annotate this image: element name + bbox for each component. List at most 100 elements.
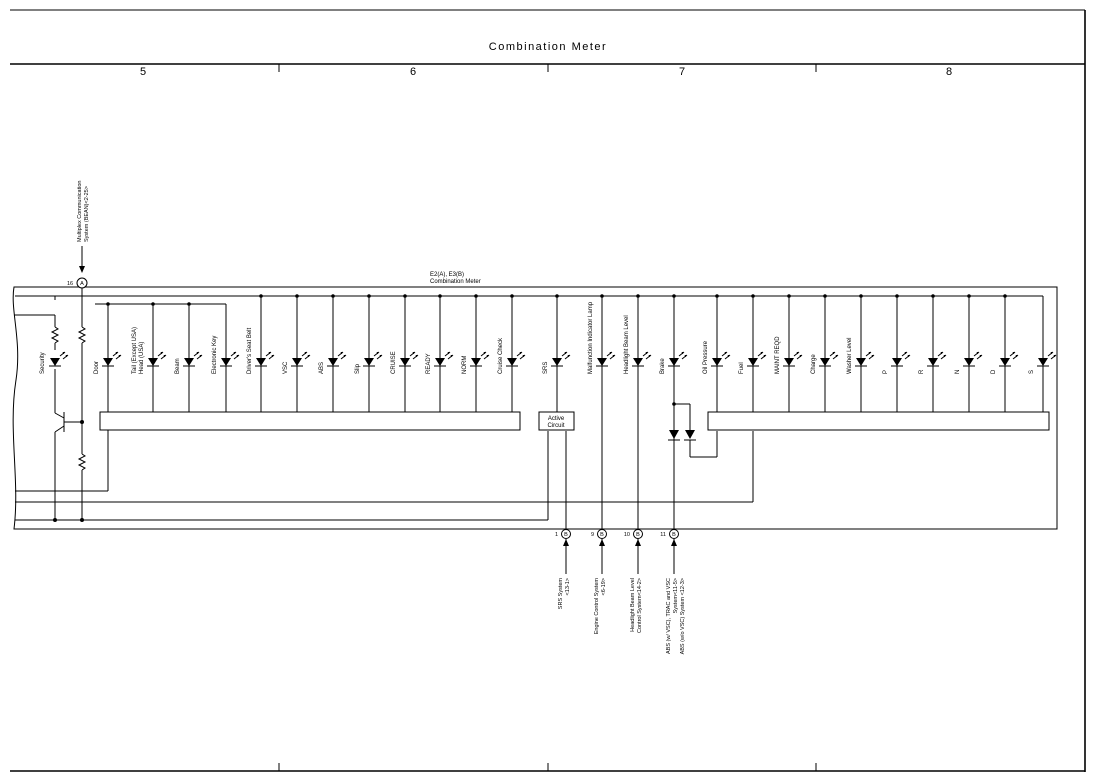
led-label-maint-reqd: MAINT REQD [775, 336, 781, 374]
led-label-r: R [919, 369, 925, 374]
led-p: P [883, 351, 911, 374]
led-ready: READY [426, 351, 454, 374]
meter-connector-label: E2(A), E3(B) [430, 272, 464, 278]
led-vsc: VSC [283, 351, 311, 374]
pin-destination-line2: <6-19> [601, 578, 607, 595]
pin-destination-line1: SRS System [558, 578, 564, 610]
column-number-5: 5 [140, 66, 146, 78]
led-label-abs: ABS [319, 362, 325, 374]
led-beam: Beam [175, 351, 203, 374]
led-label-washer-level: Washer Level [847, 338, 853, 374]
active-circuit-label-line1: Active [548, 416, 565, 422]
pin-connector-letter: B [600, 532, 604, 538]
pin-number: 11 [660, 532, 666, 538]
led-label-s: S [1029, 370, 1035, 374]
led-maint-reqd: MAINT REQD [775, 336, 803, 374]
led-oil-pressure: Oil Pressure [703, 340, 731, 374]
pin-connector-letter: B [636, 532, 640, 538]
led-label-slip: Slip [355, 363, 361, 374]
pin-number: 1 [555, 532, 558, 538]
led-driver-s-seat-belt: Driver's Seat Belt [247, 328, 275, 374]
led-tail-except-usa: Tail (Except USA)Head (USA) [132, 327, 167, 374]
left-indicator-box [99, 411, 521, 431]
multiplex-input: Multiplex Communication System (BEAN)<2-… [67, 181, 90, 289]
led-label-head-usa: Head (USA) [139, 342, 145, 374]
led-srs: SRS [543, 351, 571, 374]
led-label-fuel: Fuel [739, 362, 745, 374]
led-charge: Charge [811, 351, 839, 374]
active-circuit-box [538, 411, 575, 431]
led-norm: NORM [462, 351, 490, 374]
meter-name-label: Combination Meter [430, 279, 481, 285]
led-label-vsc: VSC [283, 361, 289, 374]
column-number-7: 7 [679, 66, 685, 78]
led-label-cruise-check: Cruise Check [498, 337, 504, 374]
pin-destination-line1: ABS (w/ VSC), TRAC and VSC [666, 578, 672, 654]
pin-destination-line2: System<11-5> [673, 578, 679, 613]
led-abs: ABS [319, 351, 347, 374]
led-label-electronic-key: Electronic Key [212, 336, 218, 374]
led-r: R [919, 351, 947, 374]
led-label-ready: READY [426, 353, 432, 374]
led-security: Security [40, 351, 69, 374]
led-label-norm: NORM [462, 356, 468, 374]
right-indicator-box [707, 411, 1050, 431]
led-label-p: P [883, 370, 889, 374]
led-headlight-beam-level: Headlight Beam Level [624, 315, 652, 374]
brake-diode-pair [668, 430, 696, 441]
multiplex-label-line2: System (BEAN)<2-25> [84, 186, 90, 242]
led-label-d: D [991, 369, 997, 374]
led-wiring [54, 294, 1044, 532]
page-frame [10, 9, 1086, 772]
led-label-headlight-beam-level: Headlight Beam Level [624, 315, 630, 374]
led-malfunction-indicator-lamp: Malfunction Indicator Lamp [588, 301, 616, 374]
led-label-beam: Beam [175, 358, 181, 374]
pin-destination-line1: Engine Control System [594, 578, 600, 635]
pin-destination-line1: Headlight Beam Level [630, 578, 636, 632]
bus-lines [15, 295, 1043, 348]
multiplex-label-line1: Multiplex Communication [77, 181, 83, 242]
multiplex-pin-number: 16 [67, 281, 73, 287]
pin-destination-line2: Control System<14-2> [637, 578, 643, 633]
led-washer-level: Washer Level [847, 338, 875, 374]
pin-number: 9 [591, 532, 594, 538]
page-title: Combination Meter [489, 41, 607, 53]
led-label-tail-except-usa: Tail (Except USA) [132, 327, 138, 374]
led-label-cruise: CRUISE [391, 351, 397, 374]
active-circuit-label-line2: Circuit [547, 423, 564, 429]
pin-connector-letter: B [672, 532, 676, 538]
led-security-label: Security [40, 352, 46, 374]
led-label-srs: SRS [543, 362, 549, 374]
led-brake: Brake [660, 351, 688, 374]
column-number-6: 6 [410, 66, 416, 78]
led-cruise-check: Cruise Check [498, 337, 526, 374]
meter-enclosure [12, 286, 1058, 530]
led-s: S [1029, 351, 1057, 374]
led-layer: Security Door Tail (Except USA)Head (USA) B… [40, 301, 1057, 374]
led-slip: Slip [355, 351, 383, 374]
led-label-door: Door [94, 361, 100, 374]
led-door: Door [94, 351, 122, 374]
led-label-brake: Brake [660, 358, 666, 374]
led-cruise: CRUISE [391, 351, 419, 374]
led-n: N [955, 351, 983, 374]
pin-destination-line3: ABS (w/o VSC) System <12-3> [680, 578, 686, 654]
multiplex-connector-letter: A [80, 281, 84, 287]
column-number-8: 8 [946, 66, 952, 78]
pin-destination-line2: <13-1> [565, 578, 571, 595]
security-circuit [14, 288, 754, 522]
pin-number: 10 [624, 532, 630, 538]
led-d: D [991, 351, 1019, 374]
led-label-n: N [955, 370, 961, 374]
led-label-charge: Charge [811, 354, 817, 374]
led-label-driver-s-seat-belt: Driver's Seat Belt [247, 328, 253, 374]
pin-connector-letter: B [564, 532, 568, 538]
led-label-oil-pressure: Oil Pressure [703, 340, 709, 374]
led-electronic-key: Electronic Key [212, 336, 240, 374]
